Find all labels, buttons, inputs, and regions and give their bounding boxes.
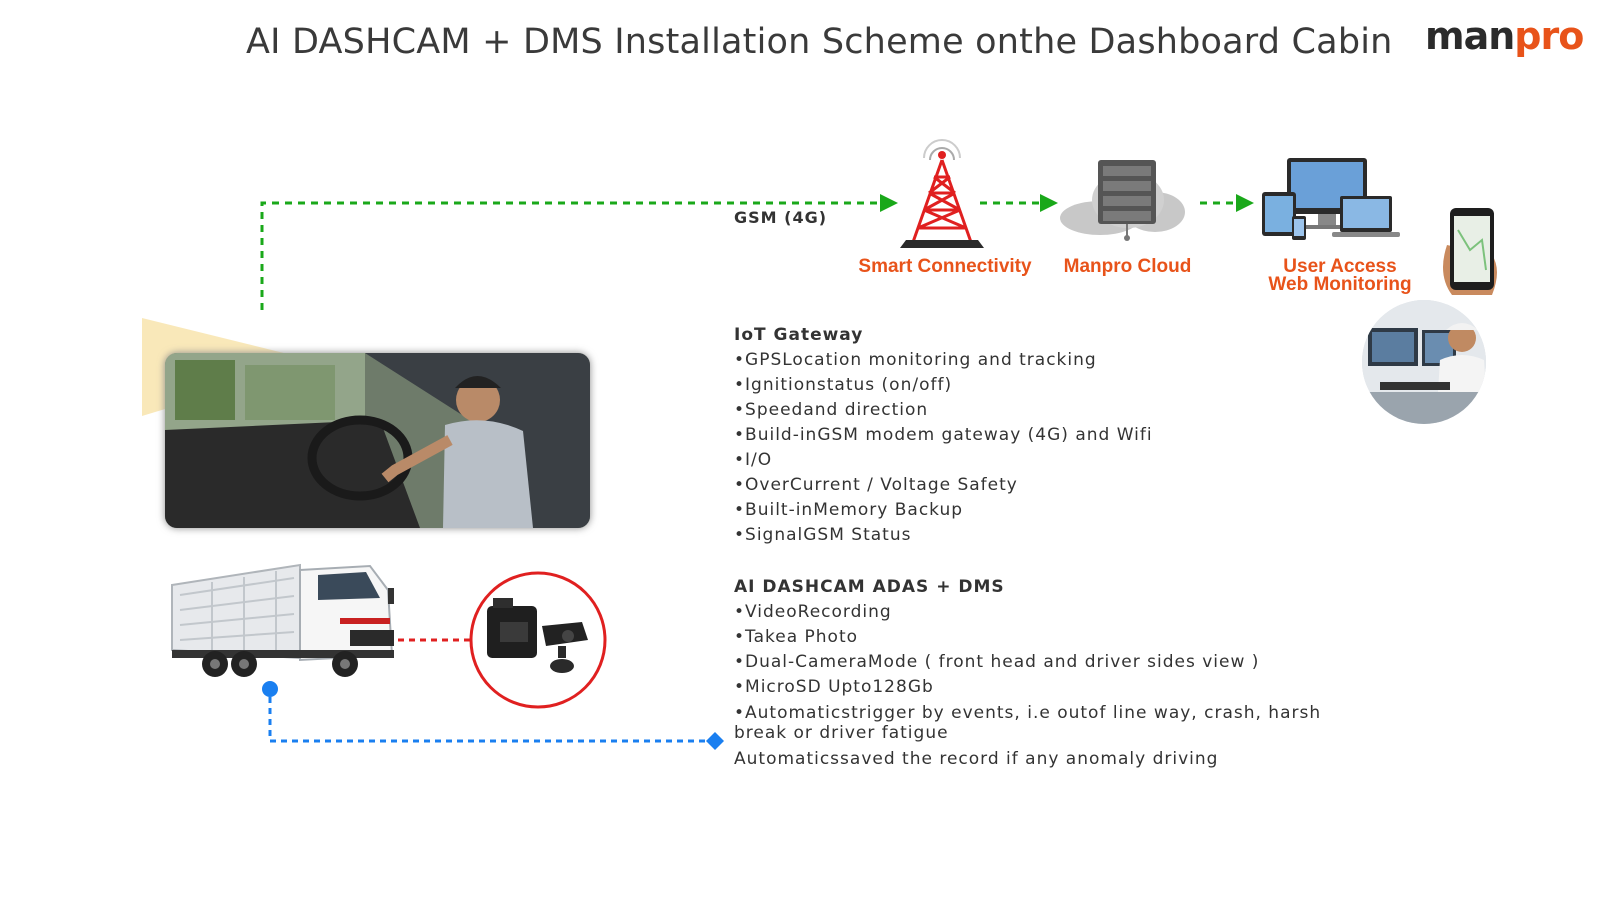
smartphone-icon [1443,208,1497,295]
list-item: •Automaticstrigger by events, i.e outof … [734,703,1322,743]
list-item: •MicroSD Upto128Gb [734,677,934,697]
tower-to-cloud-arrow [980,194,1058,212]
cell-tower-icon [900,139,984,248]
list-item: •Ignitionstatus (on/off) [734,375,953,395]
gsm-label: GSM (4G) [734,208,828,227]
list-item: •Takea Photo [734,627,859,647]
driver-photo [165,353,590,528]
list-item: •OverCurrent / Voltage Safety [734,475,1018,495]
list-item: •GPSLocation monitoring and tracking [734,350,1097,370]
list-item: •Build-inGSM modem gateway (4G) and Wifi [734,425,1153,445]
dashcam-device-image [469,571,607,709]
manpro-cloud-label: Manpro Cloud [1063,256,1192,277]
smart-connectivity-label: Smart Connectivity [858,256,1032,277]
list-item: •Dual-CameraMode ( front head and driver… [734,652,1260,672]
list-item: •Built-inMemory Backup [734,500,964,520]
devices-icon [1262,158,1400,240]
page-title: AI DASHCAM + DMS Installation Scheme ont… [246,22,1393,62]
list-item: •SignalGSM Status [734,525,912,545]
user-access-label: User Access Web Monitoring [1268,256,1412,295]
dashcam-heading: AI DASHCAM ADAS + DMS [734,577,1005,597]
dashcam-connection-line [262,681,724,750]
list-item: Automaticssaved the record if any anomal… [734,749,1219,769]
operator-photo [1362,300,1486,424]
iot-gateway-heading: IoT Gateway [734,325,864,345]
cloud-to-user-arrow [1200,194,1254,212]
list-item: •I/O [734,450,773,470]
truck-image [171,563,394,677]
manpro-logo: manpro [1425,14,1584,58]
gsm-connection-line [260,194,898,310]
dashcam-specs: AI DASHCAM ADAS + DMS •VideoRecording •T… [734,575,1354,772]
iot-gateway-specs: IoT Gateway •GPSLocation monitoring and … [734,323,1153,548]
cloud-server-icon [1060,160,1185,241]
list-item: •VideoRecording [734,602,892,622]
list-item: •Speedand direction [734,400,929,420]
